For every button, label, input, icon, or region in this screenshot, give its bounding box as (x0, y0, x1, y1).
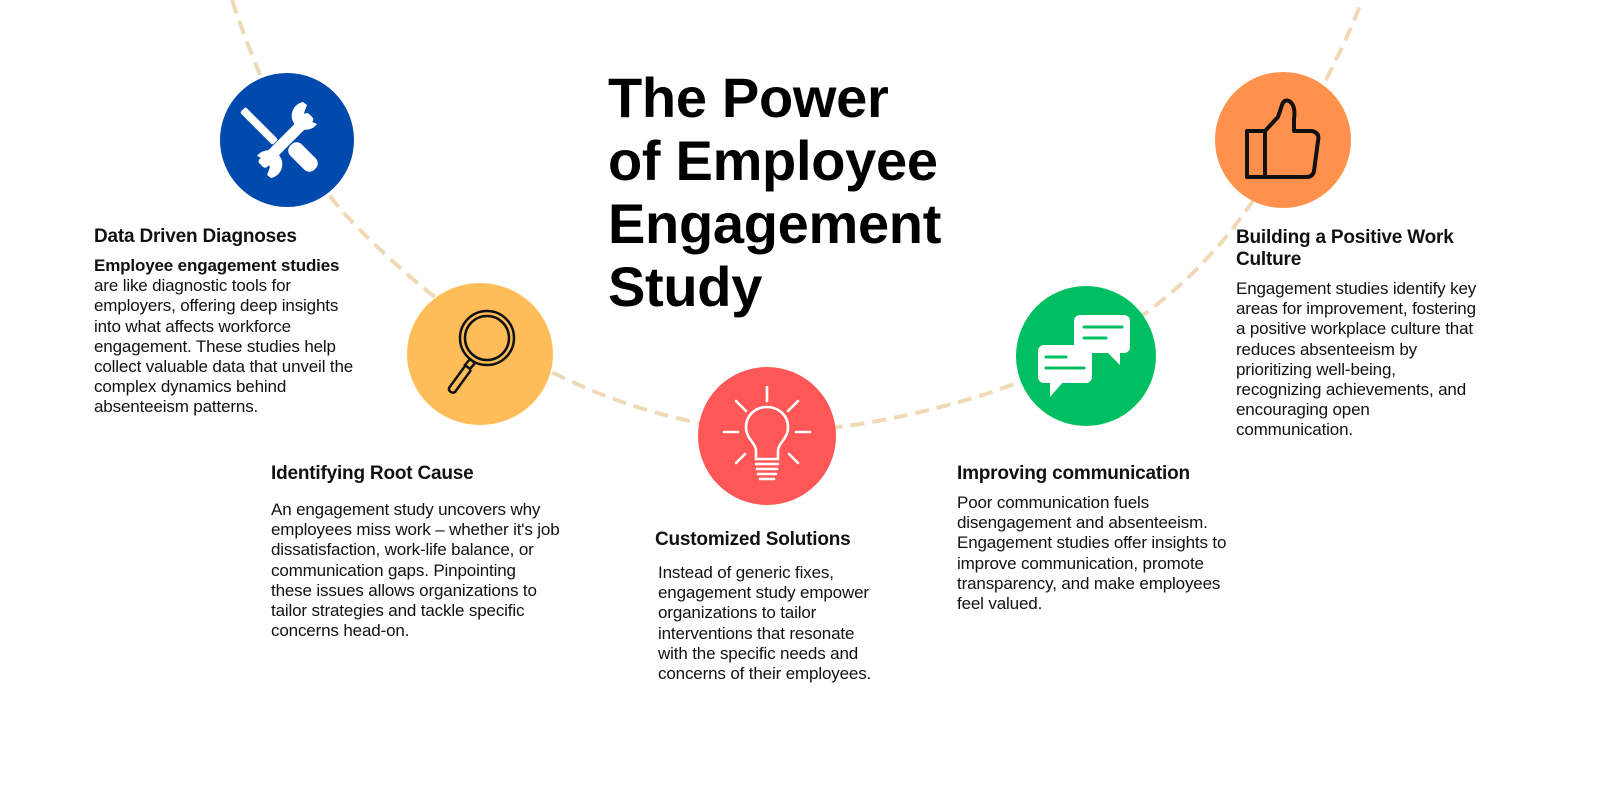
step-2-icon-circle (407, 283, 553, 425)
step-body: Employee engagement studies are like dia… (94, 256, 364, 418)
title-line: The Power (608, 66, 889, 129)
step-heading: Data Driven Diagnoses (94, 226, 297, 247)
step-body: An engagement study uncovers why employe… (271, 500, 560, 641)
magnifying-glass-icon (447, 309, 516, 394)
step-body-text: are like diagnostic tools for employers,… (94, 276, 354, 417)
thumbs-up-icon (1245, 98, 1321, 179)
lightbulb-icon (722, 385, 812, 481)
step-heading: Building a Positive Work Culture (1236, 227, 1454, 270)
step-body-bold: Employee engagement studies (94, 256, 340, 275)
step-heading: Customized Solutions (655, 529, 851, 550)
step-4-icon-circle (1016, 286, 1156, 426)
title-line: of Employee (608, 129, 938, 192)
step-card-identifying-root-cause: Identifying Root Cause An engagement stu… (271, 463, 561, 641)
step-body: Instead of generic fixes, engagement stu… (658, 563, 872, 684)
step-3-icon-circle (698, 367, 836, 505)
step-card-customized-solutions: Customized Solutions Instead of generic … (655, 529, 875, 684)
chat-bubbles-icon (1038, 315, 1130, 397)
title-line: Engagement (608, 192, 942, 255)
title-line: Study (608, 255, 763, 318)
page-title: The Power of Employee Engagement Study (608, 66, 941, 318)
step-heading: Identifying Root Cause (271, 463, 474, 484)
tools-icon (240, 102, 318, 178)
step-5-icon-circle (1215, 72, 1351, 208)
step-card-improving-communication: Improving communication Poor communicati… (957, 463, 1247, 614)
step-1-icon-circle (220, 73, 354, 207)
step-card-positive-work-culture: Building a Positive Work Culture Engagem… (1236, 227, 1481, 441)
step-body: Engagement studies identify key areas fo… (1236, 279, 1477, 440)
step-card-data-driven-diagnoses: Data Driven Diagnoses Employee engagemen… (94, 226, 364, 418)
step-body: Poor communication fuels disengagement a… (957, 493, 1227, 614)
step-heading: Improving communication (957, 463, 1190, 484)
